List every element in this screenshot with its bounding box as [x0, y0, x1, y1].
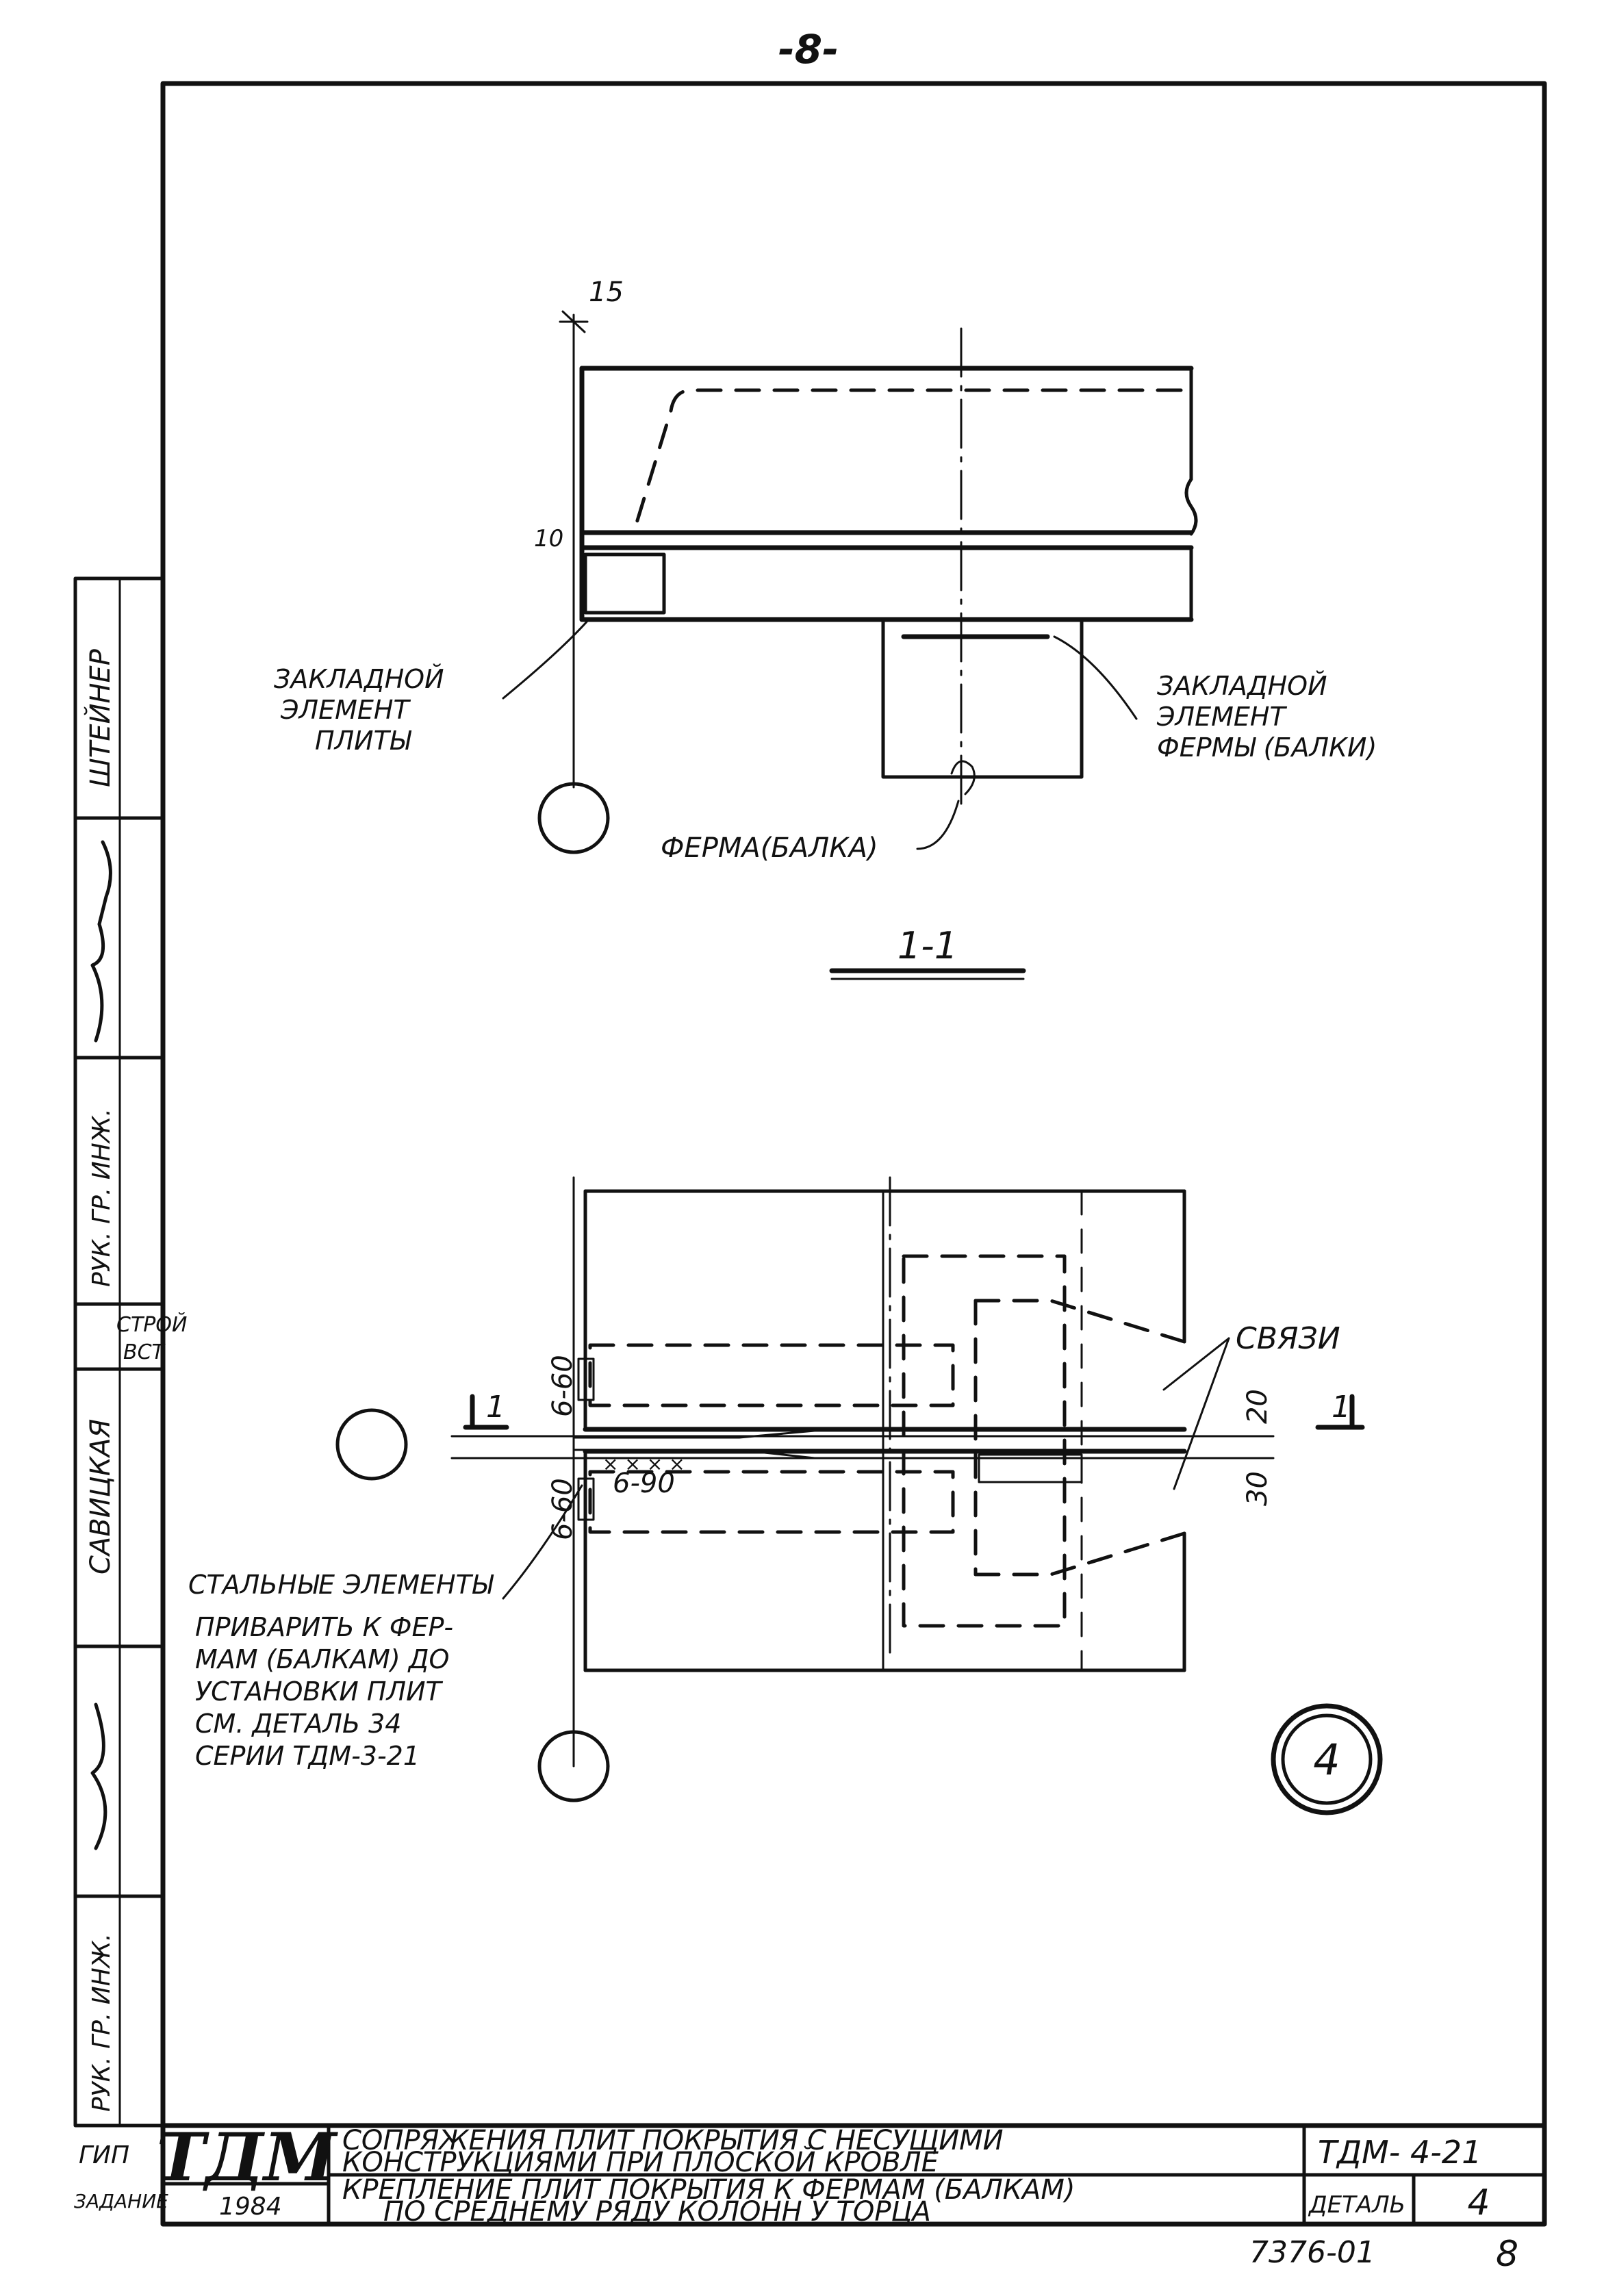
note-weld-3: УСТАНОВКИ ПЛИТ: [195, 1676, 444, 1707]
detail-label: ДЕТАЛЬ: [1308, 2191, 1405, 2219]
stamp-head-engineer-2: РУК. ГР. ИНЖ.: [88, 1933, 116, 2112]
project-year: 1984: [219, 2193, 282, 2221]
note-weld-1: ПРИВАРИТЬ К ФЕР-: [195, 1612, 453, 1642]
subtitle-line-1: КРЕПЛЕНИЕ ПЛИТ ПОКРЫТИЯ К ФЕРМАМ (БАЛКАМ…: [342, 2174, 1075, 2206]
axis-marker-top: [537, 782, 610, 854]
label-embed-truss-1: ЗАКЛАДНОЙ: [1157, 671, 1327, 701]
label-ties: СВЯЗИ: [1236, 1321, 1340, 1356]
weld-cross-marks: × × × ×: [602, 1453, 685, 1475]
stamp-head-engineer-1: РУК. ГР. ИНЖ.: [88, 1108, 116, 1287]
signature-2: [90, 1702, 107, 1850]
note-weld-4: СМ. ДЕТАЛЬ 34: [195, 1709, 401, 1739]
section-view: 15 10 ЗАКЛАДНОЙ ЭЛЕМЕНТ ПЛИТЫ ЗАКЛАДНОЙ …: [274, 277, 1377, 980]
label-truss-beam: ФЕРМА(БАЛКА): [661, 832, 878, 864]
section-label: 1-1: [897, 924, 958, 967]
dim-15: 15: [589, 277, 624, 308]
dim-6-60-top: 6-60: [547, 1355, 578, 1417]
stamp-vst: ВСТ: [123, 1340, 166, 1364]
stamp-steiner: ШТЕЙНЕР: [84, 648, 116, 787]
detail-marker-number: 4: [1313, 1735, 1340, 1785]
label-embed-truss-3: ФЕРМЫ (БАЛКИ): [1157, 732, 1377, 763]
page-number: -8-: [778, 26, 839, 73]
plan-view: × × × × 6-60 6-60 6-90 20 30 1 1 СВЯЗИ С…: [188, 1176, 1383, 1815]
sheet-number: 8: [1496, 2234, 1518, 2275]
signature-1: [90, 840, 112, 1043]
archive-number: 7376-01: [1249, 2235, 1375, 2270]
cut-mark-left: 1: [486, 1390, 505, 1425]
title-block: ТДМ 1984 СОПРЯЖЕНИЯ ПЛИТ ПОКРЫТИЯ С НЕСУ…: [156, 2119, 1547, 2228]
stamp-gip: ГИП: [79, 2141, 129, 2169]
detail-value: 4: [1467, 2182, 1490, 2223]
stamp-savitskaya: САВИЦКАЯ: [85, 1419, 116, 1574]
note-weld-2: МАМ (БАЛКАМ) ДО: [195, 1644, 449, 1674]
axis-marker-plan-left: [335, 1408, 408, 1481]
cut-mark-right: 1: [1332, 1390, 1351, 1425]
title-line-1: СОПРЯЖЕНИЯ ПЛИТ ПОКРЫТИЯ С НЕСУЩИМИ: [342, 2125, 1004, 2156]
dim-10: 10: [534, 525, 563, 552]
title-line-2: КОНСТРУКЦИЯМИ ПРИ ПЛОСКОЙ КРОВЛЕ: [342, 2145, 939, 2178]
label-embed-slab-1: ЗАКЛАДНОЙ: [274, 664, 444, 694]
label-embed-slab-2: ЭЛЕМЕНТ: [280, 695, 411, 725]
detail-marker: [1271, 1703, 1383, 1815]
dim-6-90: 6-90: [613, 1468, 675, 1499]
stamp-stroy: СТРОЙ: [116, 1312, 187, 1337]
label-embed-truss-2: ЭЛЕМЕНТ: [1156, 702, 1287, 732]
dim-20: 20: [1242, 1389, 1273, 1424]
dim-6-60-bottom: 6-60: [547, 1478, 578, 1540]
org-logo: ТДМ: [156, 2119, 338, 2196]
side-stamp: ШТЕЙНЕР РУК. ГР. ИНЖ. СТРОЙ ВСТ САВИЦКАЯ…: [73, 576, 187, 2212]
stamp-task: ЗАДАНИЕ: [74, 2190, 168, 2212]
dim-30: 30: [1242, 1471, 1273, 1506]
note-weld-5: СЕРИИ ТДМ-3-21: [195, 1741, 420, 1771]
label-embed-slab-3: ПЛИТЫ: [315, 726, 412, 756]
label-steel-elements: СТАЛЬНЫЕ ЭЛЕМЕНТЫ: [188, 1570, 494, 1600]
drawing-frame: [160, 81, 1547, 2227]
series-code: ТДМ- 4-21: [1318, 2134, 1481, 2171]
axis-marker-plan-bottom: [537, 1730, 610, 1802]
subtitle-line-2: ПО СРЕДНЕМУ РЯДУ КОЛОНН У ТОРЦА: [383, 2196, 931, 2228]
